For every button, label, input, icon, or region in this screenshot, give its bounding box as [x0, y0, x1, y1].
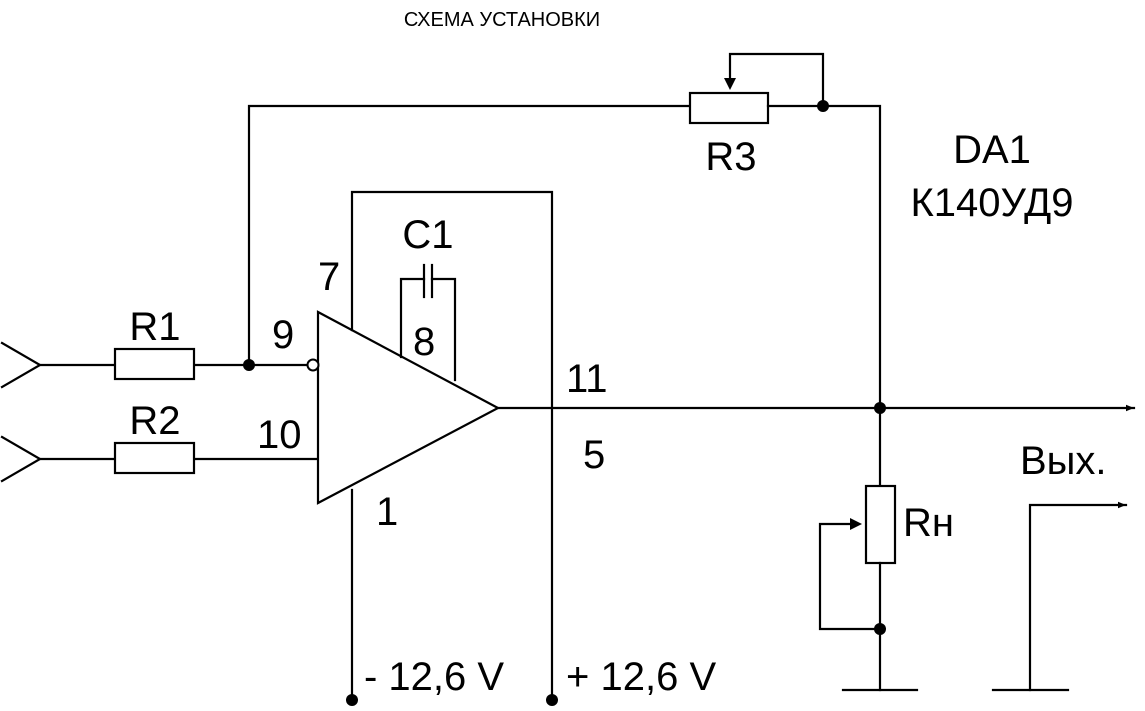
r3-wiper-wire — [728, 52, 825, 108]
rn-wiper-arrow — [850, 518, 862, 530]
wire-feedback-left — [247, 104, 692, 367]
resistor-rn — [864, 484, 897, 565]
label-rn: Rн — [903, 501, 954, 545]
label-output: Вых. — [1020, 439, 1107, 483]
label-negative-supply: - 12,6 V — [364, 655, 504, 699]
label-positive-supply: + 12,6 V — [566, 655, 716, 699]
pin-label-8: 8 — [413, 320, 435, 364]
c1-left-lead — [399, 277, 426, 359]
pin-label-10: 10 — [257, 413, 302, 457]
label-da1-ref: DA1 — [953, 128, 1031, 172]
junction-dot — [874, 623, 886, 635]
op-amp-triangle — [316, 310, 501, 505]
inverting-input-bubble — [306, 358, 320, 372]
label-c1: C1 — [402, 213, 453, 257]
pin-label-11: 11 — [566, 357, 608, 401]
pin-label-9: 9 — [272, 313, 294, 357]
rn-wiper-wire — [818, 522, 882, 631]
output-step-waveform — [1028, 501, 1128, 692]
terminal-dot-negative-supply — [346, 694, 358, 706]
pin-label-5: 5 — [583, 433, 605, 477]
resistor-r3 — [688, 91, 770, 125]
pin-label-1: 1 — [376, 490, 398, 534]
pin-label-7: 7 — [318, 255, 340, 299]
junction-dot — [874, 402, 886, 414]
wire-pin7-pin5-loop — [350, 190, 554, 702]
diagram-title: СХЕМА УСТАНОВКИ — [404, 9, 600, 31]
resistor-r1 — [113, 347, 196, 381]
terminal-dot-positive-supply — [546, 694, 558, 706]
input-terminal-1 — [0, 341, 43, 389]
wire-feedback-right — [766, 104, 882, 412]
label-r3: R3 — [705, 135, 756, 179]
junction-dot — [243, 359, 255, 371]
resistor-r2 — [113, 441, 196, 475]
label-r2: R2 — [129, 399, 180, 443]
label-r1: R1 — [129, 305, 180, 349]
r3-wiper-arrow — [724, 78, 736, 90]
input-terminal-2 — [0, 435, 43, 483]
label-da1-part: К140УД9 — [911, 181, 1074, 225]
c1-right-lead — [430, 277, 457, 382]
junction-dot — [817, 100, 829, 112]
